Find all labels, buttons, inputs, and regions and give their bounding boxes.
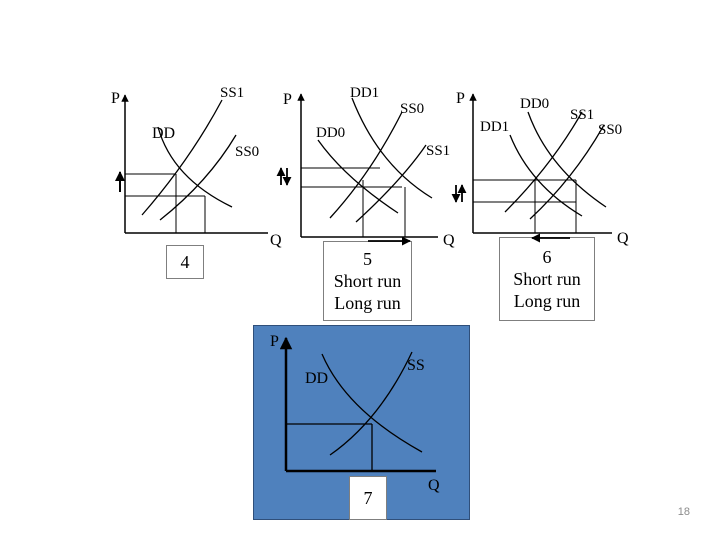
panel-5-p-label: P [283,91,292,108]
panel-6-ss0-label: SS0 [598,122,622,138]
panel-4-dd-label: DD [152,125,175,142]
panel-6-dd1-label: DD1 [480,119,509,135]
caption-6-number: 6 [542,247,552,267]
panel-5-ss1-curve [355,144,427,223]
panel-6-dd0-curve [527,111,607,208]
panel-5-graph: P Q DD1 SS0 DD0 SS1 [276,85,455,249]
panel-6-dd0-label: DD0 [520,96,549,112]
panel-6-ss1-label: SS1 [570,107,594,123]
panel-4-p-label: P [111,90,120,107]
panel-5-ss0-label: SS0 [400,101,424,117]
panel-5-dd1-label: DD1 [350,85,379,101]
panel-7-p-label: P [270,333,279,350]
caption-box-6: 6 Short run Long run [499,237,595,321]
caption-4-number: 4 [180,252,190,272]
panel-5-ss1-label: SS1 [426,143,450,159]
panel-4-ss0-curve [159,134,237,221]
panel-7-graph: P Q DD SS [270,333,440,494]
caption-6-line2: Long run [513,291,581,311]
panel-6-q-label: Q [617,230,629,247]
caption-box-5: 5 Short run Long run [323,241,412,321]
panel-5-dd1-curve [351,97,433,199]
caption-box-4: 4 [166,245,204,279]
caption-5-line2: Long run [334,293,401,313]
panel-4-ss0-label: SS0 [235,144,259,160]
panel-6-ss0-curve [529,124,605,220]
caption-box-7: 7 [349,476,387,520]
panel-5-dd0-curve [317,139,399,214]
panel-4-ss1-curve [141,99,223,216]
panel-7-ss-label: SS [407,357,425,374]
caption-5-number: 5 [363,249,372,269]
panel-7-q-label: Q [428,477,440,494]
page-number: 18 [677,506,690,518]
panel-4-graph: P Q SS1 DD SS0 [111,85,282,249]
panel-7-dd-curve [321,353,423,453]
panel-5-q-label: Q [443,232,455,249]
panel-4-q-label: Q [270,232,282,249]
panel-4-ss1-label: SS1 [220,85,244,101]
panel-5-dd0-label: DD0 [316,125,345,141]
caption-5-line1: Short run [333,271,402,291]
panel-7-ss-curve [329,351,413,456]
panel-6-p-label: P [456,90,465,107]
panel-6-graph: P Q DD0 SS1 DD1 SS0 [451,90,629,247]
panel-6-ss1-curve [504,111,583,213]
caption-6-line1: Short run [513,269,581,289]
panel-4-dd-curve [157,126,233,208]
panel-7-dd-label: DD [305,370,328,387]
caption-7-number: 7 [363,488,373,508]
